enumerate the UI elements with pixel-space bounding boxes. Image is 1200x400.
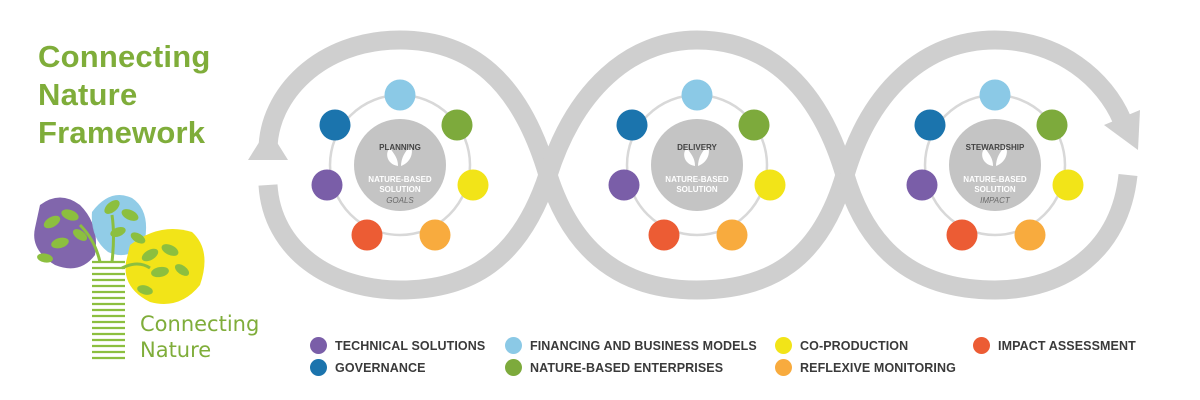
framework-title: Connecting Nature Framework bbox=[38, 38, 211, 152]
hub-dot-financing bbox=[681, 79, 713, 111]
hub-core bbox=[949, 119, 1041, 211]
hub-dot-co-production bbox=[754, 169, 786, 201]
hub-core bbox=[354, 119, 446, 211]
loop-middle-bottom bbox=[538, 172, 855, 300]
hub-dot-co-production bbox=[457, 169, 489, 201]
hub-dot-co-production bbox=[1052, 169, 1084, 201]
hub-title: PLANNING bbox=[379, 143, 421, 152]
logo-text-line-2: Nature bbox=[140, 338, 212, 362]
hub-line-1: NATURE-BASED bbox=[368, 175, 432, 184]
leaf-icon bbox=[684, 148, 695, 166]
hub-title: DELIVERY bbox=[677, 143, 717, 152]
loop-middle-top bbox=[538, 30, 855, 178]
hub-dot-impact-assessment bbox=[648, 219, 680, 251]
leaf-icon bbox=[401, 146, 412, 166]
loop-left-top bbox=[258, 30, 558, 178]
logo-trunk bbox=[92, 260, 125, 360]
title-line-3: Framework bbox=[38, 115, 206, 150]
leaf-icon bbox=[387, 148, 398, 166]
hub-dot-technical-solutions bbox=[906, 169, 938, 201]
hub-dot-governance bbox=[914, 109, 946, 141]
hub-dot-nature-based-enterprises bbox=[738, 109, 770, 141]
hub-dot-financing bbox=[384, 79, 416, 111]
hub-line-1: NATURE-BASED bbox=[665, 175, 729, 184]
hub-dot-financing bbox=[979, 79, 1011, 111]
hub-line-1: NATURE-BASED bbox=[963, 175, 1027, 184]
logo-yellow-crown bbox=[125, 228, 205, 304]
hub-core bbox=[651, 119, 743, 211]
hub-line-2: SOLUTION bbox=[379, 185, 421, 194]
hub-dot-technical-solutions bbox=[608, 169, 640, 201]
hub-dot-governance bbox=[616, 109, 648, 141]
tree-logo bbox=[34, 195, 205, 360]
hub-dot-reflexive-monitoring bbox=[716, 219, 748, 251]
title-line-1: Connecting bbox=[38, 39, 211, 74]
hub-sub: GOALS bbox=[386, 196, 414, 205]
title-line-2: Nature bbox=[38, 77, 138, 112]
leaf-icon bbox=[996, 146, 1007, 166]
leaf-icon bbox=[982, 148, 993, 166]
hub-dot-reflexive-monitoring bbox=[419, 219, 451, 251]
infinity-loop bbox=[248, 30, 1140, 300]
loop-arrow-left bbox=[248, 128, 288, 160]
logo-purple-crown bbox=[34, 197, 96, 269]
hub-title: STEWARDSHIP bbox=[966, 143, 1025, 152]
logo-text-line-1: Connecting bbox=[140, 312, 260, 336]
hub-sub: IMPACT bbox=[980, 196, 1011, 205]
loop-right-bottom bbox=[835, 172, 1138, 300]
hub-dot-technical-solutions bbox=[311, 169, 343, 201]
loop-right-top bbox=[835, 30, 1131, 178]
hub-dot-nature-based-enterprises bbox=[1036, 109, 1068, 141]
hub-line-2: SOLUTION bbox=[676, 185, 718, 194]
hub-dot-governance bbox=[319, 109, 351, 141]
loop-left-bottom bbox=[258, 172, 558, 300]
hub-dot-impact-assessment bbox=[351, 219, 383, 251]
loop-arrow-right bbox=[1104, 110, 1140, 150]
hub-dot-reflexive-monitoring bbox=[1014, 219, 1046, 251]
hub-line-2: SOLUTION bbox=[974, 185, 1016, 194]
leaf-icon bbox=[698, 146, 709, 166]
hub-dot-impact-assessment bbox=[946, 219, 978, 251]
hub-dot-nature-based-enterprises bbox=[441, 109, 473, 141]
